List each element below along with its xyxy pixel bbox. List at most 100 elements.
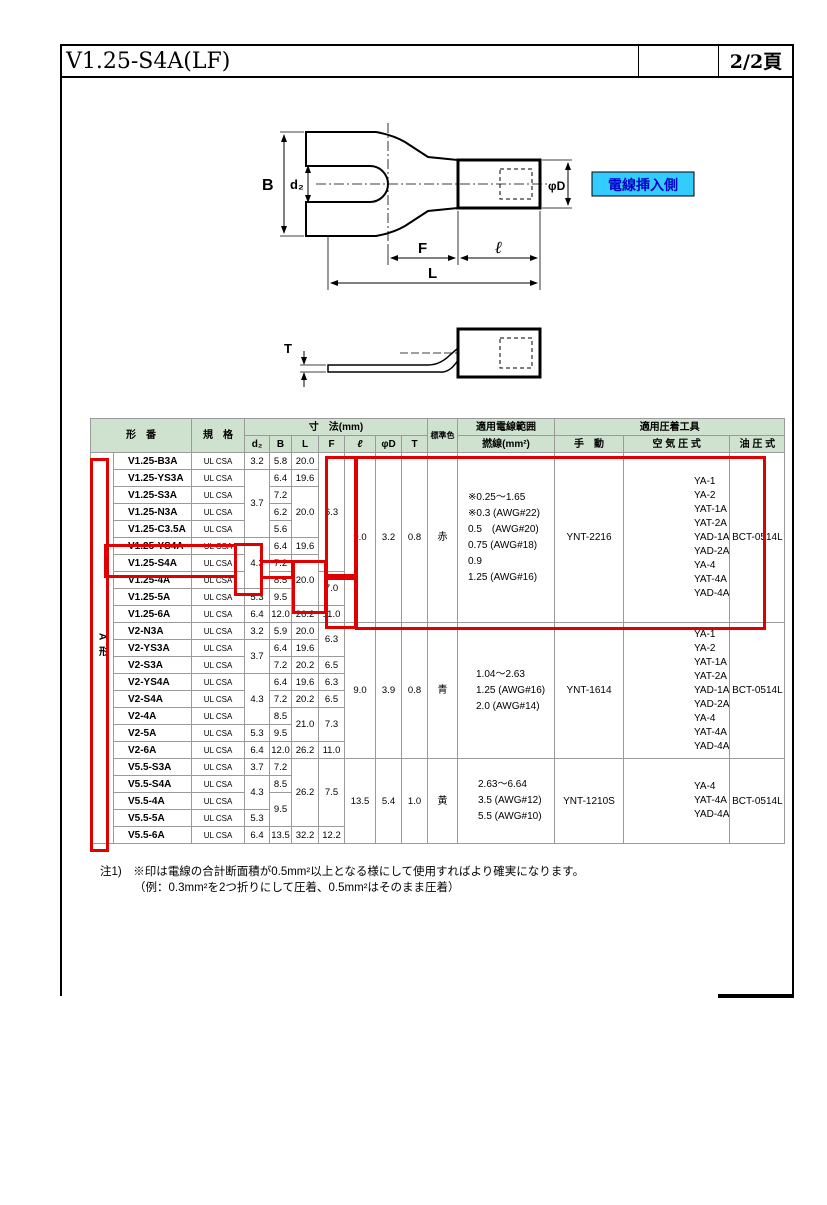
table-row: V5.5-4A UL CSA 9.5	[91, 792, 785, 827]
table-row: V2-YS3A UL CSA 3.7 6.4 19.6	[91, 639, 785, 674]
th-F: F	[318, 435, 345, 453]
d2-cell: 3.2	[244, 452, 270, 470]
L-cell: 19.6	[291, 673, 319, 691]
B-cell: 9.5	[269, 588, 292, 606]
th-manual: 手 動	[554, 435, 624, 453]
cert-cell: UL CSA	[191, 537, 245, 555]
th-hydraulic: 油 圧 式	[729, 435, 786, 453]
cert-cell: UL CSA	[191, 673, 245, 691]
color-cell: 黄	[427, 758, 458, 844]
table-row: V2-4A UL CSA 8.5 21.0 7.3	[91, 707, 785, 742]
d2-cell: 4.3	[244, 673, 270, 725]
model-cell: V1.25-S3A	[113, 486, 192, 504]
th-T: T	[401, 435, 428, 453]
L-cell: 26.2	[291, 758, 319, 827]
side-view-tongue	[327, 346, 459, 373]
d2-cell: 4.3	[244, 537, 270, 589]
cert-cell: UL CSA	[191, 707, 245, 725]
cert-cell: UL CSA	[191, 503, 245, 521]
page-frame	[60, 44, 794, 996]
th-pneumatic: 空 気 圧 式	[622, 435, 731, 453]
B-cell: 5.6	[269, 520, 292, 538]
th-tools: 適用圧着工具	[553, 418, 786, 436]
th-model: 形 番	[90, 418, 192, 453]
d2-cell: 4.3	[244, 775, 270, 810]
d2-cell: 5.3	[244, 588, 270, 606]
table-row: V1.25-S3A UL CSA 7.2 20.0	[91, 486, 785, 538]
cert-cell: UL CSA	[191, 469, 245, 487]
L-cell: 20.0	[291, 486, 319, 538]
model-cell: V5.5-5A	[113, 809, 192, 827]
header-divider	[718, 46, 719, 76]
F-cell: 11.0	[318, 741, 345, 759]
B-cell: 7.2	[269, 690, 292, 708]
d2-cell: 6.4	[244, 741, 270, 759]
th-l: ℓ	[344, 435, 376, 453]
cert-cell: UL CSA	[191, 690, 245, 708]
cert-cell: UL CSA	[191, 571, 245, 589]
cert-cell: UL CSA	[191, 452, 245, 470]
B-cell: 8.5	[269, 775, 292, 793]
cert-cell: UL CSA	[191, 758, 245, 776]
model-cell: V1.25-YS3A	[113, 469, 192, 487]
th-dimensions: 寸 法(mm)	[244, 418, 428, 436]
B-cell: 6.4	[269, 673, 292, 691]
spec-table: 形 番 規 格 寸 法(mm) 標準色 適用電線範囲 適用圧着工具 d₂ B L…	[90, 418, 786, 844]
insert-side-label: 電線挿入側	[608, 177, 678, 194]
cert-cell: UL CSA	[191, 826, 245, 844]
model-cell: V1.25-YS4A	[113, 537, 192, 555]
model-cell: V1.25-N3A	[113, 503, 192, 521]
model-cell: V5.5-6A	[113, 826, 192, 844]
L-cell: 19.6	[291, 537, 319, 555]
table-row: V5.5-S4A UL CSA 4.3 8.5	[91, 775, 785, 810]
L-cell: 32.2	[291, 826, 319, 844]
pneumatic-tool-cell: YA-4 YAT-4A YAD-4A	[622, 758, 731, 844]
B-cell: 7.2	[269, 758, 292, 776]
B-cell: 13.5	[269, 826, 292, 844]
l-cell: 9.0	[344, 622, 376, 759]
model-cell: V2-6A	[113, 741, 192, 759]
hydraulic-tool-cell: BCT-0514L	[729, 452, 786, 623]
L-cell: 20.2	[291, 656, 319, 674]
th-standard: 規 格	[191, 418, 245, 453]
header-bar: V1.25-S4A(LF) 2/2頁	[60, 44, 794, 78]
T-cell: 0.8	[401, 452, 428, 623]
page-title: V1.25-S4A(LF)	[66, 49, 231, 74]
th-B: B	[269, 435, 292, 453]
d2-cell: 5.3	[244, 724, 270, 742]
model-cell: V1.25-B3A	[113, 452, 192, 470]
cert-cell: UL CSA	[191, 588, 245, 606]
B-cell: 7.2	[269, 486, 292, 504]
T-cell: 1.0	[401, 758, 428, 844]
B-cell: 12.0	[269, 605, 292, 623]
cert-cell: UL CSA	[191, 809, 245, 827]
cert-cell: UL CSA	[191, 520, 245, 538]
cert-cell: UL CSA	[191, 792, 245, 810]
L-cell: 20.2	[291, 690, 319, 708]
cert-cell: UL CSA	[191, 554, 245, 572]
model-cell: V1.25-4A	[113, 571, 192, 589]
model-cell: V1.25-S4A	[113, 554, 192, 572]
th-d2: d₂	[244, 435, 270, 453]
B-cell: 7.2	[269, 554, 292, 572]
L-cell: 19.6	[291, 639, 319, 657]
cert-cell: UL CSA	[191, 639, 245, 657]
cert-cell: UL CSA	[191, 741, 245, 759]
table-row: V5.5-6A UL CSA 6.4 13.5 32.2 12.2	[91, 826, 785, 844]
phiD-cell: 3.2	[375, 452, 402, 623]
th-strand: 撚線(mm²)	[457, 435, 555, 453]
page-number: 2/2頁	[729, 51, 783, 73]
F-cell: 7.0	[318, 571, 345, 606]
fork-outline	[305, 131, 459, 237]
dim-label-F: F	[418, 240, 427, 257]
L-cell: 26.2	[291, 605, 319, 623]
dim-label-phiD: φD	[548, 179, 566, 193]
d2-cell: 3.7	[244, 639, 270, 674]
F-cell: 7.5	[318, 758, 345, 827]
model-cell: V1.25-6A	[113, 605, 192, 623]
L-cell: 20.0	[291, 452, 319, 470]
model-cell: V2-S4A	[113, 690, 192, 708]
table-row: V2-YS4A UL CSA 4.3 6.4 19.6 6.3	[91, 673, 785, 725]
B-cell: 6.4	[269, 537, 292, 555]
table-row: V5.5-5A UL CSA 5.3	[91, 809, 785, 827]
